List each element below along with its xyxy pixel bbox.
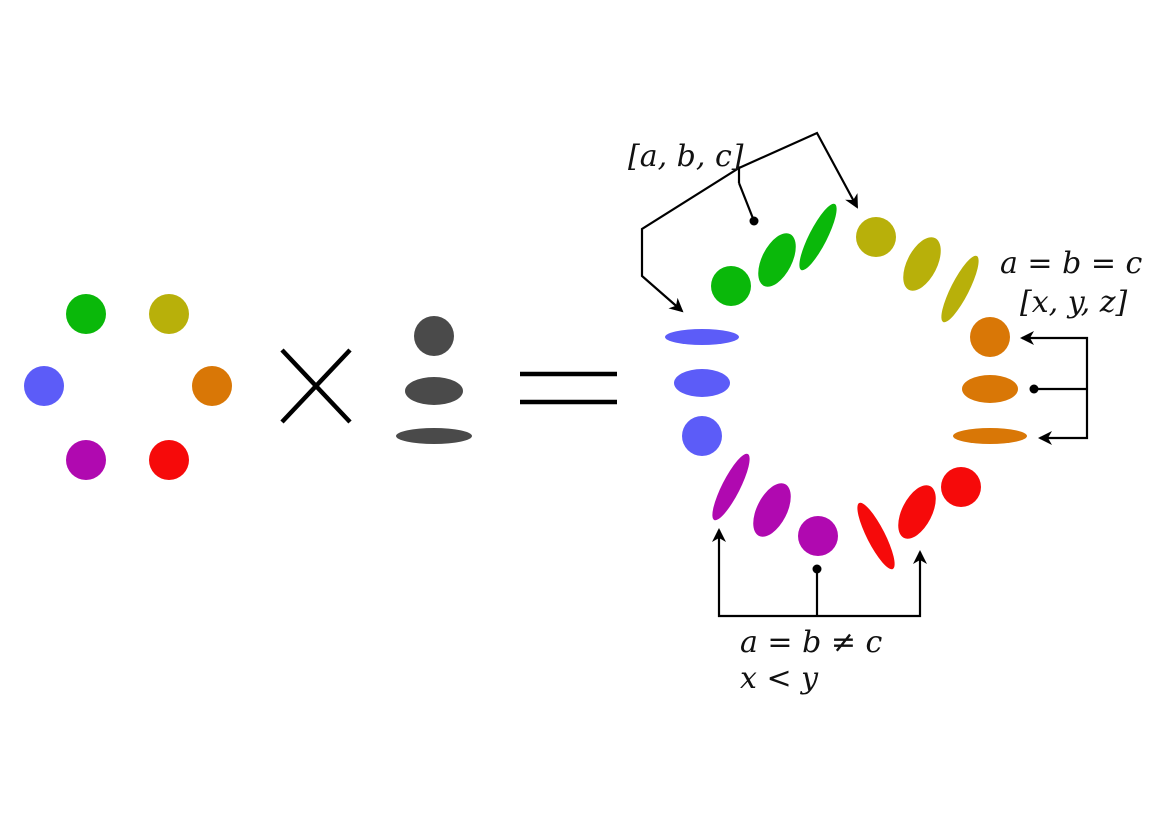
- purple-ellipse-medium: [753, 483, 791, 537]
- purple-ellipse-flat: [712, 453, 750, 521]
- dot-olive: [149, 294, 189, 334]
- dot-green: [66, 294, 106, 334]
- red-ellipse-flat: [857, 502, 895, 570]
- color-ring: [24, 294, 232, 480]
- top-bracket: [640, 131, 858, 313]
- shape-stack: [396, 316, 472, 444]
- shape-ellipse-medium: [405, 377, 463, 405]
- label-right-equality: a = b = c: [1000, 246, 1143, 281]
- shape-circle: [414, 316, 454, 356]
- dot-orange: [192, 366, 232, 406]
- blue-ellipse-flat: [665, 329, 739, 345]
- result-ring: [665, 203, 1027, 570]
- label-top-vector: [a, b, c]: [628, 139, 744, 174]
- dot-purple: [66, 440, 106, 480]
- olive-ellipse-flat: [941, 255, 979, 323]
- top-bracket-dot: [749, 216, 759, 226]
- blue-ellipse-medium: [674, 369, 730, 397]
- purple-circle: [798, 516, 838, 556]
- olive-circle: [856, 217, 896, 257]
- equals-sign: [520, 371, 617, 405]
- times-sign: [280, 348, 352, 424]
- dot-red: [149, 440, 189, 480]
- green-ellipse-medium: [758, 233, 796, 287]
- right-bracket: [1020, 331, 1089, 445]
- red-circle: [941, 467, 981, 507]
- blue-circle: [682, 416, 722, 456]
- green-ellipse-flat: [799, 203, 837, 271]
- red-ellipse-medium: [898, 485, 936, 539]
- dot-blue: [24, 366, 64, 406]
- right-bracket-dot: [1029, 384, 1039, 394]
- label-bottom-equality: a = b ≠ c: [740, 625, 883, 660]
- orange-ellipse-medium: [962, 375, 1018, 403]
- label-bottom-inequality: x < y: [740, 661, 819, 696]
- bottom-bracket: [712, 528, 927, 618]
- bottom-bracket-dot: [812, 564, 822, 574]
- shape-ellipse-flat: [396, 428, 472, 444]
- orange-ellipse-flat: [953, 428, 1027, 444]
- label-right-vector: [x, y, z]: [1020, 285, 1128, 320]
- olive-ellipse-medium: [903, 237, 941, 291]
- orange-circle: [970, 317, 1010, 357]
- green-circle: [711, 266, 751, 306]
